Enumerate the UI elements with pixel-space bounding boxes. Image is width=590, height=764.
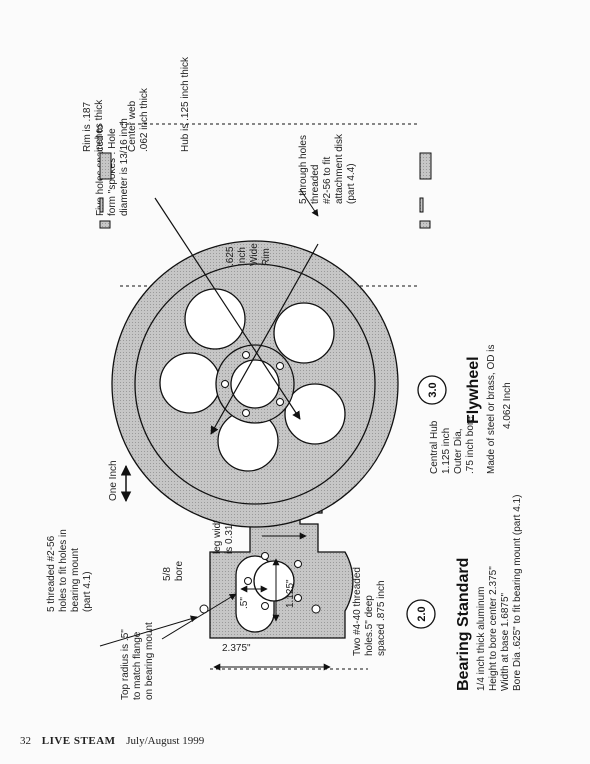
svg-text:inches thick: inches thick	[94, 99, 105, 152]
height-dimension-text: 2.375"	[222, 643, 251, 654]
flywheel-title: Flywheel	[465, 356, 482, 424]
svg-text:1/4 inch thick aluminum: 1/4 inch thick aluminum	[476, 587, 487, 692]
svg-text:Inch: Inch	[237, 247, 248, 266]
spoke-holes-leader	[154, 197, 301, 420]
bore-note: 5/8 bore	[162, 561, 185, 581]
top-radius-leader	[99, 615, 198, 647]
svg-text:holes to fit holes in: holes to fit holes in	[58, 529, 69, 612]
svg-text:Rim is .187: Rim is .187	[82, 102, 93, 152]
svg-text:Rim: Rim	[261, 248, 272, 266]
svg-text:.625: .625	[225, 246, 236, 266]
bearing-specs: 1/4 inch thick aluminum Height to bore c…	[476, 495, 523, 691]
svg-text:1.125 inch: 1.125 inch	[441, 428, 452, 474]
svg-text:.062 inch thick: .062 inch thick	[139, 87, 150, 152]
through-holes-note: 5 through holes threaded #2-56 to fit at…	[298, 133, 357, 204]
svg-text:attachment disk: attachment disk	[334, 133, 345, 204]
svg-text:Top radius is .5": Top radius is .5"	[120, 629, 131, 700]
page-number: 32	[20, 735, 31, 747]
svg-text:(part 4.1): (part 4.1)	[82, 571, 93, 612]
flywheel-part-number-circle	[417, 375, 447, 405]
svg-text:is 0.312": is 0.312"	[224, 515, 235, 554]
svg-text:holes.5" deep: holes.5" deep	[364, 595, 375, 656]
svg-text:Bore Dia .625" to fit bearing: Bore Dia .625" to fit bearing mount (par…	[512, 495, 523, 691]
bearing-part-number-circle	[406, 599, 436, 629]
page-footer: 32 LIVE STEAM July/August 1999	[20, 735, 212, 747]
svg-text:Height to bore center 2.375": Height to bore center 2.375"	[488, 566, 499, 691]
svg-text:leg width: leg width	[212, 515, 223, 554]
svg-text:Center web: Center web	[127, 100, 138, 152]
svg-text:Two #4-40 threaded: Two #4-40 threaded	[352, 567, 363, 656]
svg-text:5/8: 5/8	[162, 567, 173, 581]
magazine-name: LIVE STEAM	[41, 735, 116, 747]
one-inch-scale: One Inch	[108, 460, 132, 503]
bearing-part-number: 2.0	[416, 606, 428, 621]
base-hole-right	[311, 604, 321, 614]
svg-text:Central Hub: Central Hub	[429, 420, 440, 474]
svg-text:diameter is 13/16 inch: diameter is 13/16 inch	[119, 118, 130, 216]
svg-text:bearing mount: bearing mount	[70, 548, 81, 612]
bearing-mount-holes	[244, 552, 302, 610]
hub-bore	[230, 359, 280, 409]
svg-text:5 through holes: 5 through holes	[298, 135, 309, 204]
bearing-title: Bearing Standard	[455, 558, 472, 691]
svg-text:Hub is .125 inch thick: Hub is .125 inch thick	[180, 56, 191, 152]
leg-width-note: leg width is 0.312"	[212, 515, 235, 554]
svg-text:bore: bore	[174, 561, 185, 581]
svg-text:Outer Dia,: Outer Dia,	[453, 428, 464, 474]
flywheel-part-number: 3.0	[427, 382, 439, 397]
spoke-hole	[184, 288, 246, 350]
issue-date: July/August 1999	[126, 735, 205, 747]
svg-text:.75 inch bore: .75 inch bore	[465, 416, 476, 474]
svg-text:#2-56 to fit: #2-56 to fit	[322, 157, 333, 204]
spoke-hole	[159, 352, 221, 414]
central-hub-note: Central Hub 1.125 inch Outer Dia, .75 in…	[429, 416, 476, 474]
svg-text:to match flange: to match flange	[132, 631, 143, 700]
bearing-standard-part: 2.375" 1.125" .5" 5 threaded #2-56 holes…	[46, 465, 523, 700]
slot-width-text: .5"	[239, 597, 250, 609]
flywheel-subtitle-line-1: Made of steel or brass, OD is	[486, 345, 497, 475]
svg-text:on bearing mount: on bearing mount	[144, 622, 155, 700]
flywheel-part: .625 Inch Wide Rim Five holes spaced to …	[82, 56, 513, 528]
svg-text:Wide: Wide	[249, 243, 260, 266]
spoke-hole	[273, 302, 335, 364]
central-hub-leader	[210, 243, 319, 435]
threaded-holes-note: 5 threaded #2-56 holes to fit holes in b…	[46, 529, 93, 612]
scale-label: One Inch	[108, 460, 119, 501]
top-radius-note: Top radius is .5" to match flange on bea…	[120, 622, 155, 700]
svg-text:(part 4.4): (part 4.4)	[346, 163, 357, 204]
flywheel-side-section	[99, 152, 432, 229]
through-holes-leader	[299, 188, 319, 217]
flywheel-subtitle-line-2: 4.062 Inch	[502, 382, 513, 429]
spoke-hole	[284, 383, 346, 445]
base-holes-note: Two #4-40 threaded holes.5" deep spaced …	[352, 567, 387, 656]
svg-text:form "spokes". Hole: form "spokes". Hole	[107, 128, 118, 216]
rim-width-note: .625 Inch Wide Rim	[225, 243, 272, 266]
hub-bolt-holes	[221, 351, 284, 417]
threaded-holes-leader	[161, 593, 237, 640]
slot-length-text: 1.125"	[285, 579, 296, 608]
side-section-notes: Rim is .187 inches thick Center web .062…	[82, 56, 191, 152]
svg-text:Width at base 1.6875": Width at base 1.6875"	[500, 592, 511, 691]
svg-text:spaced .875 inch: spaced .875 inch	[376, 580, 387, 656]
svg-text:5 threaded #2-56: 5 threaded #2-56	[46, 535, 57, 612]
svg-text:threaded: threaded	[310, 165, 321, 204]
